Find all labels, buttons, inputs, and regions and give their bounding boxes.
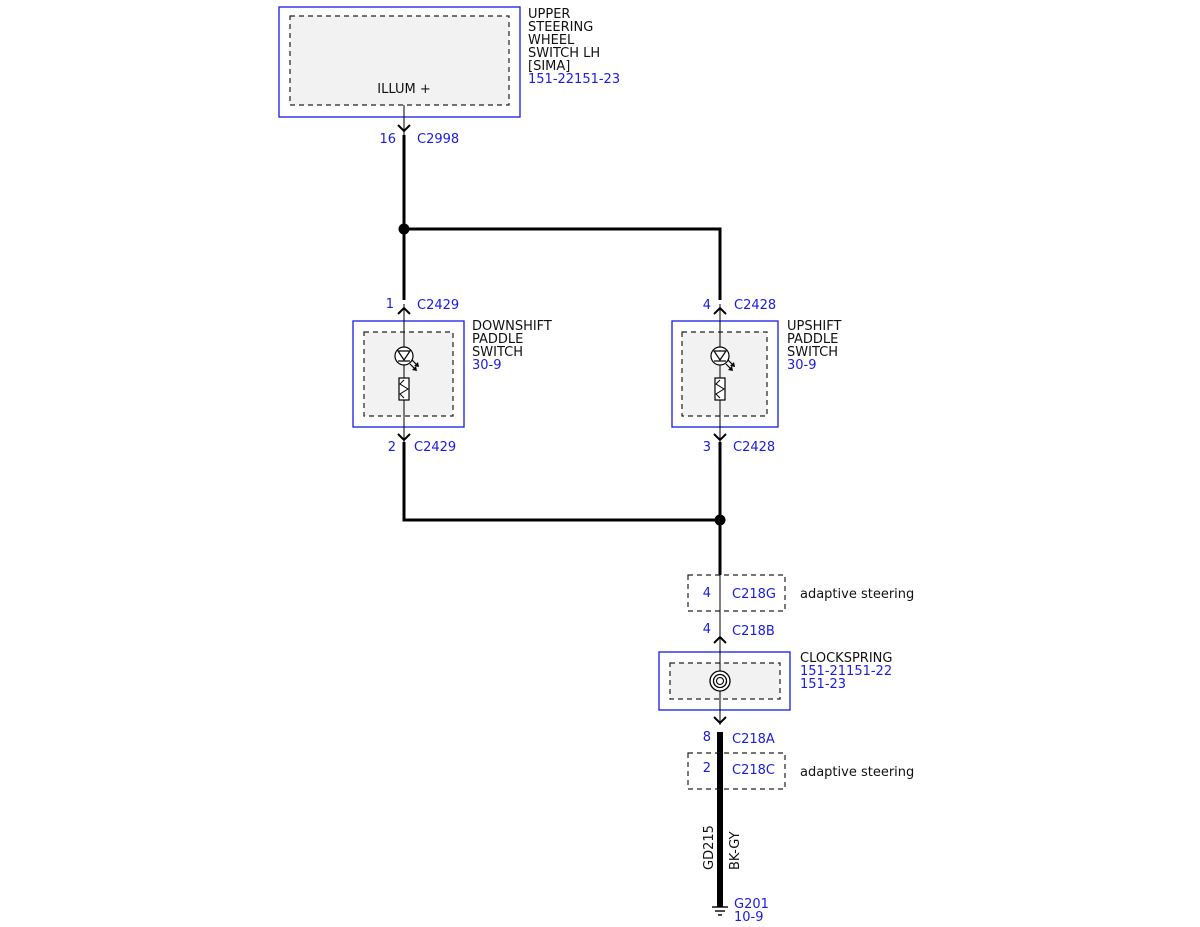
- svg-text:SWITCH LH: SWITCH LH: [528, 46, 600, 61]
- splice-top: [398, 223, 410, 235]
- downshift-paddle-switch[interactable]: [352, 304, 465, 442]
- svg-text:PADDLE: PADDLE: [787, 332, 838, 347]
- clockspring-ref-link-2[interactable]: 151-23: [800, 677, 846, 692]
- c2428-top-connector[interactable]: C2428: [734, 298, 776, 313]
- upper-steering-wheel-switch[interactable]: ILLUM +: [278, 6, 521, 118]
- c2428-bot-connector[interactable]: C2428: [733, 440, 775, 455]
- c218a-pin: 8: [703, 730, 711, 745]
- c2428-bot-pin: 3: [703, 440, 711, 455]
- illum-pin-label: ILLUM +: [377, 82, 430, 97]
- svg-text:SWITCH: SWITCH: [472, 345, 523, 360]
- svg-text:PADDLE: PADDLE: [472, 332, 523, 347]
- c2429-bot-pin: 2: [388, 440, 396, 455]
- c218c-connector[interactable]: C218C: [732, 763, 775, 778]
- svg-text:UPPER: UPPER: [528, 7, 570, 22]
- svg-text:SWITCH: SWITCH: [787, 345, 838, 360]
- upper-switch-name: UPPER STEERING WHEEL SWITCH LH [SIMA] 15…: [528, 7, 620, 87]
- svg-text:UPSHIFT: UPSHIFT: [787, 319, 841, 334]
- ground-name[interactable]: G201: [734, 897, 769, 912]
- c218g-note: adaptive steering: [800, 587, 914, 602]
- c2998-connector[interactable]: C2998: [417, 132, 459, 147]
- c218b-connector[interactable]: C218B: [732, 624, 775, 639]
- coil-icon: [709, 670, 731, 692]
- upper-switch-ref-link[interactable]: 151-22151-23: [528, 72, 620, 87]
- c218g-pin: 4: [703, 586, 711, 601]
- clockspring-ref-link-1[interactable]: 151-21151-22: [800, 664, 892, 679]
- c218c-note: adaptive steering: [800, 765, 914, 780]
- c2428-top-pin: 4: [703, 298, 711, 313]
- connector-arrow-icon: [713, 716, 727, 725]
- led-icon: [710, 346, 735, 371]
- svg-text:CLOCKSPRING: CLOCKSPRING: [800, 651, 892, 666]
- ground-icon: [712, 906, 728, 916]
- svg-text:WHEEL: WHEEL: [528, 33, 575, 48]
- svg-text:DOWNSHIFT: DOWNSHIFT: [472, 319, 552, 334]
- upshift-paddle-switch[interactable]: [671, 304, 779, 442]
- downshift-name: DOWNSHIFT PADDLE SWITCH 30-9: [472, 319, 552, 373]
- c218c-optional-connector[interactable]: [687, 752, 786, 790]
- c218g-optional-connector[interactable]: [687, 574, 786, 612]
- svg-text:STEERING: STEERING: [528, 20, 593, 35]
- c218a-connector[interactable]: C218A: [732, 732, 775, 747]
- connector-arrow-icon: [397, 124, 411, 133]
- clockspring[interactable]: [658, 640, 791, 725]
- c218g-connector[interactable]: C218G: [732, 587, 776, 602]
- resistor-icon: [714, 377, 726, 401]
- connector-arrow-icon: [713, 433, 727, 442]
- downshift-ref-link[interactable]: 30-9: [472, 358, 502, 373]
- c2429-top-pin: 1: [386, 297, 394, 312]
- wire-circuit-label: GD215: [702, 825, 717, 870]
- upshift-name: UPSHIFT PADDLE SWITCH 30-9: [787, 319, 841, 373]
- ground-ref-link[interactable]: 10-9: [734, 910, 764, 925]
- upshift-ref-link[interactable]: 30-9: [787, 358, 817, 373]
- led-icon: [394, 346, 419, 371]
- c2429-bot-connector[interactable]: C2429: [414, 440, 456, 455]
- c2998-pin: 16: [379, 132, 396, 147]
- c218b-pin: 4: [703, 622, 711, 637]
- c2429-top-connector[interactable]: C2429: [417, 298, 459, 313]
- clockspring-name: CLOCKSPRING 151-21151-22 151-23: [800, 651, 892, 692]
- c218c-pin: 2: [703, 761, 711, 776]
- wire-color-label: BK-GY: [728, 831, 743, 870]
- connector-arrow-icon: [713, 635, 727, 644]
- resistor-icon: [398, 377, 410, 401]
- svg-text:[SIMA]: [SIMA]: [528, 59, 570, 74]
- connector-arrow-icon: [397, 433, 411, 442]
